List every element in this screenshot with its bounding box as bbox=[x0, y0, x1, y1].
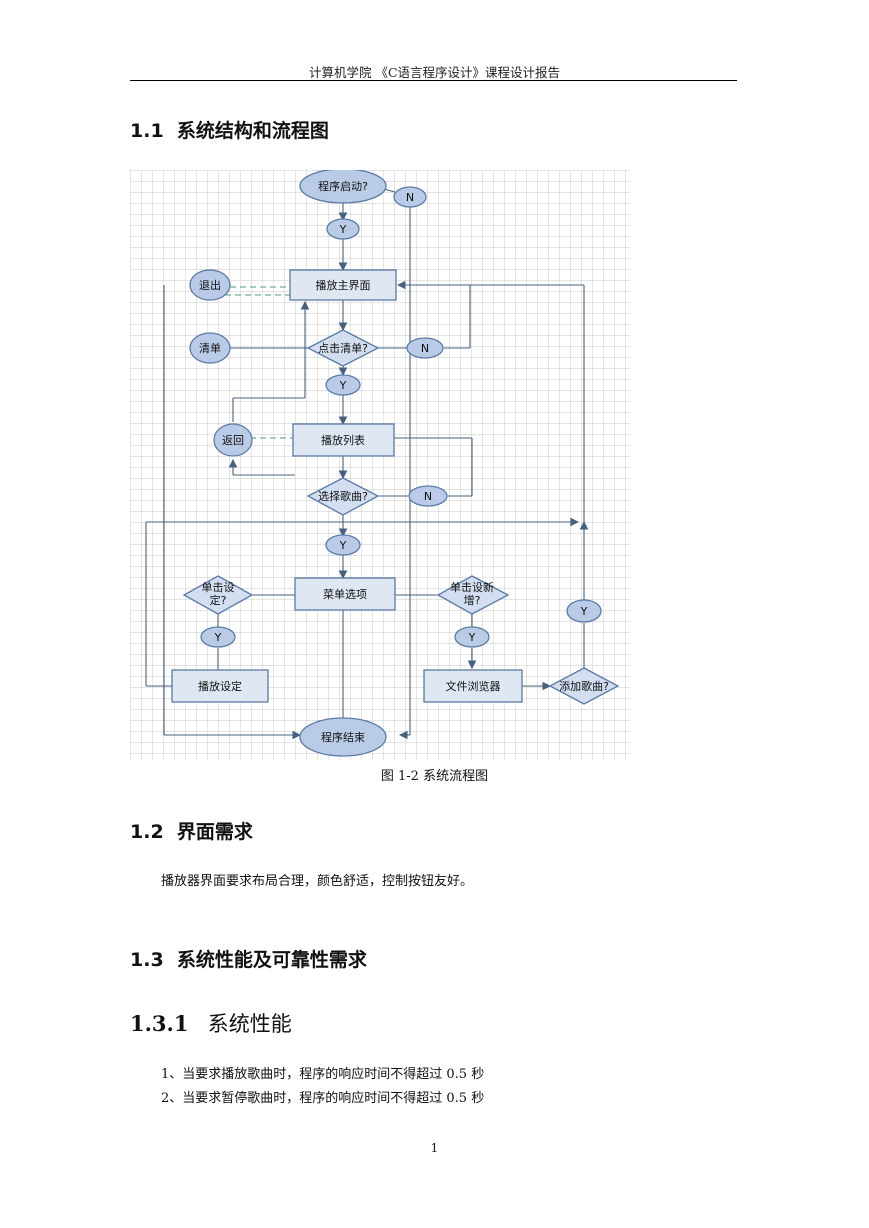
main-ui-node bbox=[289, 269, 397, 301]
yes-marker-3 bbox=[325, 534, 361, 556]
click-add-decision bbox=[436, 575, 510, 615]
flow-connectors bbox=[145, 187, 589, 740]
yes-marker-1 bbox=[326, 218, 360, 240]
yes-label: Y bbox=[339, 223, 347, 236]
system-flowchart: 程序启动? N Y 播放主界面 退出 清单 点击清单? N Y 播放列表 返回 … bbox=[130, 170, 630, 760]
yes-label: Y bbox=[339, 379, 347, 392]
no-marker-song bbox=[408, 485, 448, 507]
choose-song-label: 选择歌曲? bbox=[318, 489, 368, 503]
page-header: 计算机学院 《C语言程序设计》课程设计报告 bbox=[308, 65, 561, 80]
yes-label: Y bbox=[339, 539, 347, 552]
play-list-node bbox=[292, 423, 395, 457]
interface-requirements-paragraph: 播放器界面要求布局合理，颜色舒适，控制按钮友好。 bbox=[161, 874, 474, 889]
start-node bbox=[299, 170, 387, 204]
add-song-decision bbox=[548, 667, 620, 705]
no-label: N bbox=[424, 490, 432, 503]
click-add-label-1: 单击设新 bbox=[450, 580, 494, 594]
play-settings-node bbox=[171, 669, 269, 703]
click-list-decision bbox=[306, 329, 380, 367]
page-number: 1 bbox=[430, 1141, 439, 1155]
yes-marker-add-song bbox=[566, 599, 602, 623]
list-node bbox=[189, 332, 231, 364]
section-number: 1.3.1 bbox=[130, 1011, 189, 1036]
yes-label: Y bbox=[214, 631, 222, 644]
click-add-label-2: 增? bbox=[464, 593, 481, 607]
menu-options-label: 菜单选项 bbox=[323, 588, 367, 601]
no-marker-start bbox=[393, 186, 427, 208]
figure-caption: 图 1-2 系统流程图 bbox=[380, 769, 489, 784]
section-heading-1-3: 1.3 系统性能及可靠性需求 bbox=[130, 945, 367, 972]
play-list-label: 播放列表 bbox=[321, 433, 365, 447]
section-title: 系统性能及可靠性需求 bbox=[176, 949, 367, 971]
yes-marker-settings bbox=[200, 626, 236, 648]
section-number: 1.3 bbox=[130, 949, 164, 971]
section-title: 系统结构和流程图 bbox=[176, 120, 329, 142]
section-heading-1-3-1: 1.3.1 系统性能 bbox=[130, 1008, 292, 1038]
list-label: 清单 bbox=[199, 342, 221, 355]
section-number: 1.1 bbox=[130, 120, 164, 142]
back-label: 返回 bbox=[222, 434, 244, 447]
section-title: 系统性能 bbox=[207, 1012, 292, 1036]
file-browser-node bbox=[423, 669, 523, 703]
exit-label: 退出 bbox=[199, 278, 221, 292]
end-node bbox=[299, 717, 387, 757]
choose-song-decision bbox=[306, 477, 380, 516]
yes-marker-add bbox=[454, 626, 490, 648]
add-song-label: 添加歌曲? bbox=[559, 679, 609, 693]
file-browser-label: 文件浏览器 bbox=[446, 679, 501, 693]
no-label: N bbox=[421, 342, 429, 355]
main-ui-label: 播放主界面 bbox=[316, 278, 371, 292]
yes-marker-2 bbox=[325, 374, 361, 396]
start-label: 程序启动? bbox=[318, 179, 368, 193]
header-rule bbox=[130, 80, 737, 81]
section-number: 1.2 bbox=[130, 821, 164, 843]
grid-background bbox=[130, 170, 630, 760]
back-node bbox=[213, 423, 253, 457]
section-heading-1-2: 1.2 界面需求 bbox=[130, 817, 253, 844]
list-item: 2、当要求暂停歌曲时，程序的响应时间不得超过 0.5 秒 bbox=[161, 1091, 485, 1106]
exit-node bbox=[189, 269, 231, 301]
yes-label: Y bbox=[468, 631, 476, 644]
end-label: 程序结束 bbox=[321, 730, 365, 744]
click-settings-decision bbox=[182, 575, 254, 615]
play-settings-label: 播放设定 bbox=[198, 679, 242, 693]
yes-label: Y bbox=[580, 605, 588, 618]
click-list-label: 点击清单? bbox=[318, 342, 368, 355]
section-title: 界面需求 bbox=[176, 821, 253, 843]
click-settings-label-1: 单击设 bbox=[202, 581, 235, 594]
no-label: N bbox=[406, 191, 414, 204]
no-marker-list bbox=[406, 337, 444, 359]
menu-options-node bbox=[294, 577, 396, 611]
list-item: 1、当要求播放歌曲时，程序的响应时间不得超过 0.5 秒 bbox=[161, 1067, 485, 1082]
section-heading-1-1: 1.1 系统结构和流程图 bbox=[130, 116, 329, 143]
click-settings-label-2: 定? bbox=[210, 593, 227, 607]
